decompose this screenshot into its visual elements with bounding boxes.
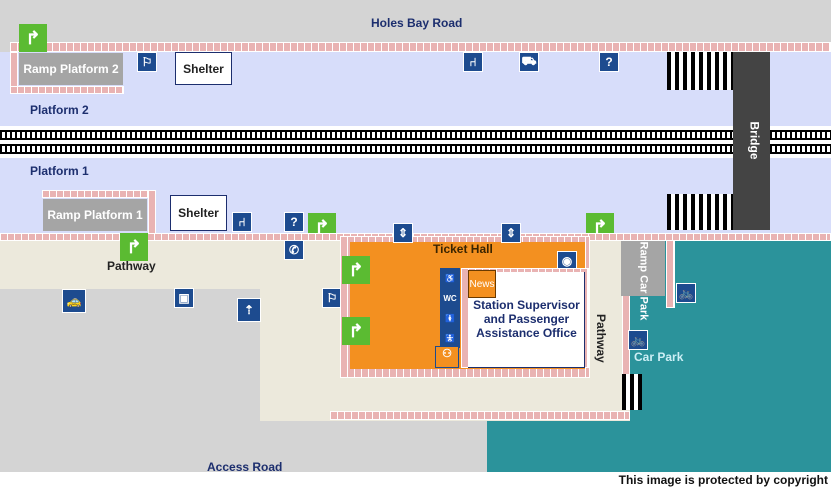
office-label: Station Supervisor and Passenger Assista…	[473, 298, 580, 340]
platform-1-label: Platform 1	[30, 164, 89, 178]
information-icon: ?	[284, 212, 304, 232]
information-icon: ?	[599, 52, 619, 72]
ramp-2-wall-bottom	[10, 86, 124, 94]
copyright-notice: This image is protected by copyright	[618, 473, 828, 487]
bridge	[733, 52, 770, 230]
ramp-platform-2: Ramp Platform 2	[19, 53, 123, 85]
seat-icon: ⑁	[232, 212, 252, 232]
crossing-car-park	[622, 374, 642, 410]
ramp-car-park-wall	[666, 240, 675, 308]
ramp-platform-1: Ramp Platform 1	[43, 199, 147, 231]
drop-off-icon: ⇡	[237, 298, 261, 322]
trolley-icon: ⛟	[519, 52, 539, 72]
shelter-platform-2: Shelter	[175, 52, 232, 85]
exit-icon: ↱	[120, 233, 148, 261]
bicycle-icon: 🚲	[628, 330, 648, 350]
help-point-icon: ⚐	[137, 52, 157, 72]
exit-icon: ↱	[342, 256, 370, 284]
holes-bay-road-label: Holes Bay Road	[371, 16, 463, 30]
baby-change-icon: 🚼	[445, 333, 455, 343]
ramp-1-wall	[42, 190, 156, 198]
shelter-platform-1: Shelter	[170, 195, 227, 231]
footer	[0, 472, 831, 490]
news-kiosk: News	[468, 270, 496, 298]
exit-icon: ↱	[19, 24, 47, 52]
access-road-label: Access Road	[207, 460, 283, 474]
pathway-label: Pathway	[107, 259, 156, 273]
help-point-icon: ⚐	[322, 288, 342, 308]
seat-icon: ⑁	[463, 52, 483, 72]
car-park-area-lower	[487, 421, 831, 472]
bicycle-icon: 🚲	[676, 283, 696, 303]
car-park-label: Car Park	[634, 350, 684, 364]
ramp-car-park: Ramp Car Park	[621, 241, 665, 320]
exit-icon: ↱	[342, 317, 370, 345]
ticket-office-icon: ⚇	[435, 346, 459, 368]
forecourt-wall	[330, 411, 630, 420]
bridge-label: Bridge	[747, 121, 762, 160]
wc-icon: 🚺	[445, 313, 455, 323]
ramp-car-park-label: Ramp Car Park	[637, 241, 649, 320]
crossing-upper	[667, 52, 733, 90]
crossing-lower	[667, 194, 733, 230]
toilets: ♿ WC 🚺 🚼	[440, 268, 460, 348]
telephone-icon: ✆	[284, 240, 304, 260]
platform-2-wall	[10, 42, 831, 52]
wc-label: WC	[443, 293, 457, 303]
track-lower	[0, 144, 831, 154]
bus-icon: ▣	[174, 288, 194, 308]
lift-icon: ⇕	[501, 223, 521, 243]
ticket-hall-label: Ticket Hall	[433, 242, 493, 256]
taxi-icon: 🚕	[62, 289, 86, 313]
track-upper	[0, 130, 831, 140]
lift-icon: ⇕	[393, 223, 413, 243]
accessible-wc-icon: ♿	[445, 273, 455, 283]
pathway-label-vertical: Pathway	[594, 314, 608, 363]
platform-2-label: Platform 2	[30, 103, 89, 117]
